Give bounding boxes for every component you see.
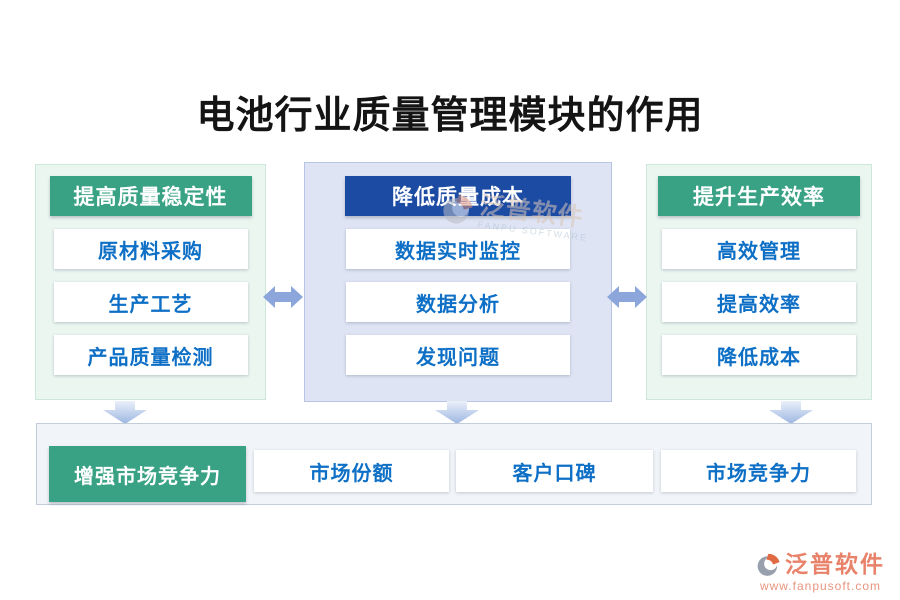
down-arrow-icon (435, 401, 479, 424)
down-arrow-icon (769, 401, 813, 424)
fanpu-logo-icon (757, 553, 780, 576)
panel-item: 生产工艺 (53, 282, 248, 322)
panel-item: 数据分析 (346, 282, 570, 322)
panel-item: 市场份额 (254, 450, 449, 492)
panel-item: 数据实时监控 (346, 229, 570, 269)
watermark-bottom-right: 泛普软件 www.fanpusoft.com (756, 551, 885, 593)
panel-item: 提高效率 (662, 282, 856, 322)
panel-header-quality-stability: 提高质量稳定性 (49, 176, 252, 216)
watermark-brand: 泛普软件 (785, 551, 885, 577)
panel-header-market-competitiveness: 增强市场竞争力 (49, 446, 246, 502)
panel-item: 产品质量检测 (53, 335, 248, 375)
panel-item: 市场竞争力 (661, 450, 856, 492)
double-headed-arrow-icon (263, 286, 303, 308)
panel-item: 发现问题 (346, 335, 570, 375)
panel-quality-stability: 提高质量稳定性 原材料采购 生产工艺 产品质量检测 (35, 164, 266, 400)
panel-item: 客户口碑 (456, 450, 653, 492)
panel-item: 降低成本 (662, 335, 856, 375)
panel-quality-cost: 降低质量成本 数据实时监控 数据分析 发现问题 (304, 162, 612, 402)
panel-item: 高效管理 (662, 229, 856, 269)
double-headed-arrow-icon (607, 286, 647, 308)
panel-market-competitiveness: 增强市场竞争力 市场份额 客户口碑 市场竞争力 (36, 423, 872, 505)
panel-production-efficiency: 提升生产效率 高效管理 提高效率 降低成本 (646, 164, 872, 400)
panel-header-production-efficiency: 提升生产效率 (658, 176, 860, 216)
watermark-url: www.fanpusoft.com (759, 579, 882, 593)
panel-header-quality-cost: 降低质量成本 (345, 176, 571, 216)
panel-item: 原材料采购 (53, 229, 248, 269)
page-title: 电池行业质量管理模块的作用 (196, 95, 704, 137)
down-arrow-icon (103, 401, 147, 424)
